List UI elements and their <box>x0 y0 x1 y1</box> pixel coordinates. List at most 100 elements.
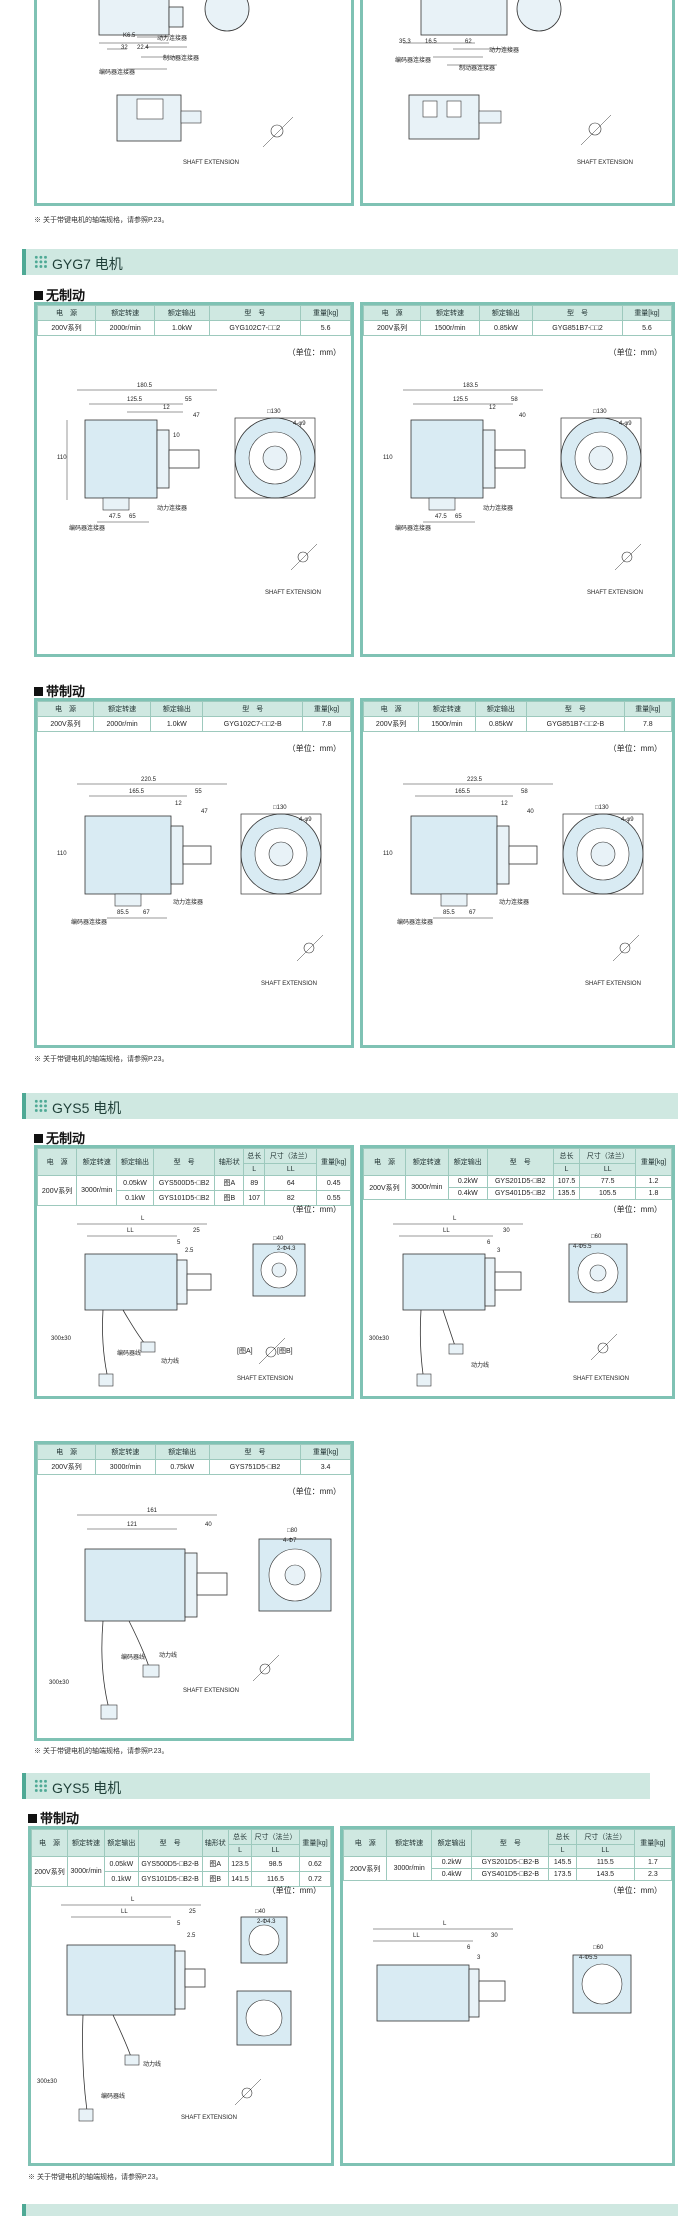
td-model: GYG102C7-□□2 <box>208 320 302 336</box>
top-left-drawing <box>98 0 294 148</box>
power-wire-label: 动力线 <box>159 1653 178 1659</box>
td-model: GYG851B7-□□2-B <box>526 716 625 732</box>
top-left-dim-1: 32 <box>121 45 128 51</box>
dim-ll: LL <box>413 1933 420 1939</box>
th-weight: 重量[kg] <box>621 305 672 321</box>
td-output: 0.4kW <box>430 1868 473 1881</box>
th-speed: 额定转速 <box>386 1829 432 1857</box>
gys5a-right-panel: 电 源 额定转速 额定输出 型 号 总长 尺寸（法兰） 重量[kg] L LL … <box>360 1145 675 1399</box>
dim-holes: 4-Φ7 <box>283 1538 297 1544</box>
gyg7-nb-right-panel: 电 源 额定转速 额定输出 型 号 重量[kg] 200V系列 1500r/mi… <box>360 302 675 657</box>
unit-label: （单位：mm） <box>287 1487 341 1496</box>
td-model: GYS500D5-□B2 <box>152 1175 216 1191</box>
dim-holes: 2-Φ4.3 <box>257 1919 276 1925</box>
shaft-label: SHAFT EXTENSION <box>587 590 643 596</box>
td-power: 200V系列 <box>363 320 422 336</box>
dim-height: 110 <box>383 455 393 461</box>
dim-l: 161 <box>147 1508 158 1514</box>
th-model: 型 号 <box>471 1829 550 1857</box>
td-output: 0.1kW <box>103 1871 139 1887</box>
dim-holes: 4-φ9 <box>299 817 312 823</box>
th-l: L <box>228 1844 253 1857</box>
dim-shaft: 30 <box>503 1228 510 1234</box>
th-ll: LL <box>575 1844 635 1857</box>
dim-height: 110 <box>57 455 67 461</box>
dim-enc-offset: 47.5 <box>435 514 447 520</box>
power-wire-label: 动力线 <box>471 1363 490 1369</box>
top-left-label-power: 动力连接器 <box>157 36 188 42</box>
dim-square: □40 <box>273 1236 284 1242</box>
fig-a-label: [图A] <box>237 1348 253 1355</box>
gyg7-title-band: GYG7 电机 <box>22 249 678 275</box>
shaft-label: SHAFT EXTENSION <box>237 1376 293 1382</box>
dim-flange: 6 <box>487 1240 491 1246</box>
th-model: 型 号 <box>202 701 303 717</box>
td-speed: 3000r/min <box>76 1175 118 1206</box>
td-power: 200V系列 <box>343 1856 388 1881</box>
td-output: 0.85kW <box>474 716 528 732</box>
td-weight: 0.55 <box>316 1190 351 1206</box>
td-output: 0.2kW <box>430 1856 473 1869</box>
dim-l: L <box>453 1216 457 1222</box>
dim-shaft: 58 <box>521 789 528 795</box>
gys5b-left-table: 电 源 额定转速 额定输出 型 号 轴形状 总长 尺寸（法兰） 重量[kg] L… <box>31 1829 331 1887</box>
dim-enc-offset: 85.5 <box>443 910 455 916</box>
enc-wire-label: 编码器线 <box>117 1351 142 1357</box>
power-conn-label: 动力连接器 <box>157 506 188 512</box>
dim-height: 110 <box>383 851 393 857</box>
td-weight: 0.62 <box>299 1856 331 1872</box>
dim-shaft: 58 <box>511 397 518 403</box>
dim-body: 165.5 <box>129 789 145 795</box>
dim-enc-span: 65 <box>129 514 136 520</box>
td-speed: 2000r/min <box>92 716 152 732</box>
td-weight: 3.4 <box>300 1459 351 1475</box>
td-l: 123.5 <box>228 1856 253 1872</box>
dim-square: □60 <box>591 1234 602 1240</box>
gyg7-nb-left-table: 电 源 额定转速 额定输出 型 号 重量[kg] 200V系列 2000r/mi… <box>37 305 351 336</box>
th-speed: 额定转速 <box>95 1444 156 1460</box>
th-power: 电 源 <box>37 1148 78 1176</box>
dim-lead: 300±30 <box>369 1336 389 1342</box>
th-model: 型 号 <box>208 305 302 321</box>
dim-enc-offset: 85.5 <box>117 910 129 916</box>
dim-total: 223.5 <box>467 777 483 783</box>
td-ll: 64 <box>264 1175 318 1191</box>
gys5a-sub: 无制动 <box>34 1128 85 1147</box>
gys5b-left-panel: 电 源 额定转速 额定输出 型 号 轴形状 总长 尺寸（法兰） 重量[kg] L… <box>28 1826 334 2166</box>
th-weight: 重量[kg] <box>300 1444 351 1460</box>
fig-b-label: [图B] <box>277 1348 293 1355</box>
top-note: ※ 关于带键电机的轴端规格，请参照P.23。 <box>34 217 169 224</box>
top-right-drawing <box>403 0 612 146</box>
dim-flange: 6 <box>467 1945 471 1951</box>
gys5a-third-panel: 电 源 额定转速 额定输出 型 号 重量[kg] 200V系列 3000r/mi… <box>34 1441 354 1741</box>
shaft-label: SHAFT EXTENSION <box>573 1376 629 1382</box>
td-weight: 7.8 <box>623 716 672 732</box>
dim-l: L <box>131 1897 135 1903</box>
th-power: 电 源 <box>363 701 420 717</box>
td-power: 200V系列 <box>363 716 420 732</box>
td-weight: 7.8 <box>302 716 351 732</box>
th-power: 电 源 <box>363 1148 406 1176</box>
dim-flange: 12 <box>489 405 496 411</box>
td-speed: 3000r/min <box>67 1856 105 1887</box>
dim-holes: 4-φ9 <box>293 421 306 427</box>
motor-drawing <box>77 1514 332 1720</box>
td-output: 0.4kW <box>447 1187 488 1200</box>
motor-drawing <box>403 783 644 962</box>
gys5a-left-table: 电 源 额定转速 额定输出 型 号 轴形状 总长 尺寸（法兰） 重量[kg] L… <box>37 1148 351 1206</box>
th-l: L <box>243 1163 266 1176</box>
th-output: 额定输出 <box>103 1829 139 1857</box>
power-conn-label: 动力连接器 <box>499 900 530 906</box>
th-power: 电 源 <box>343 1829 388 1857</box>
th-weight: 重量[kg] <box>635 1148 672 1176</box>
unit-label: （单位：mm） <box>608 1886 662 1895</box>
shaft-label: SHAFT EXTENSION <box>265 590 321 596</box>
td-weight: 1.2 <box>635 1175 672 1188</box>
dim-total: 220.5 <box>141 777 157 783</box>
unit-label: （单位：mm） <box>267 1886 321 1895</box>
dim-flange: 5 <box>177 1921 181 1927</box>
th-speed: 额定转速 <box>418 701 476 717</box>
motor-drawing <box>373 1928 632 2022</box>
td-ll: 77.5 <box>579 1175 637 1188</box>
td-shaft: 图A <box>201 1856 230 1872</box>
